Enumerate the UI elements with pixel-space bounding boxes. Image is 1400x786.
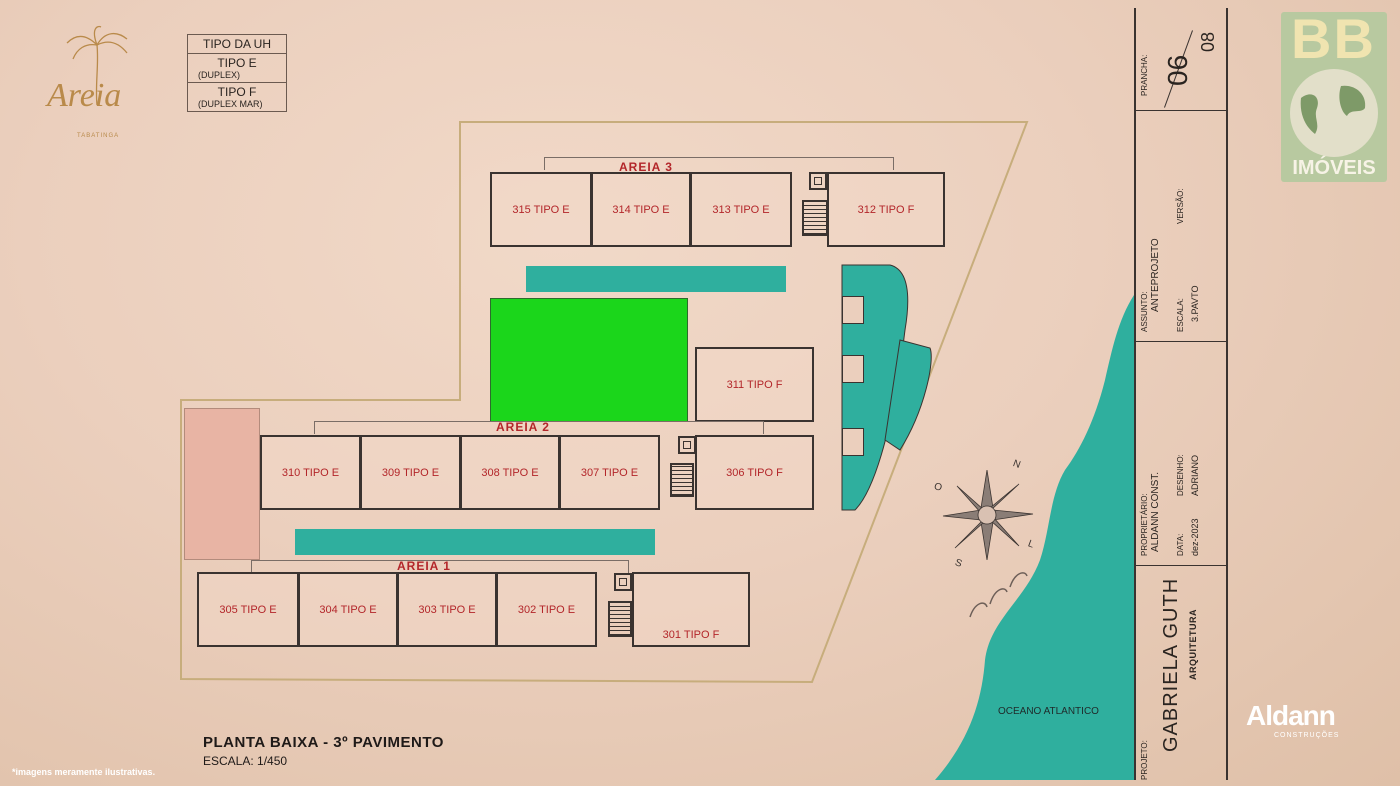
stair-3	[802, 200, 828, 236]
tb-escala: 3.PAVTO	[1190, 285, 1200, 322]
bb-imoveis-logo: BB IMÓVEIS	[1281, 7, 1387, 182]
unit-label: 308 TIPO E	[481, 466, 539, 479]
legend-header: TIPO DA UH	[188, 35, 286, 54]
tb-desenho-label: DESENHO:	[1176, 454, 1185, 496]
tb-escala-label: ESCALA:	[1176, 298, 1185, 332]
unit-302[interactable]: 302 TIPO E	[496, 572, 597, 647]
elevator-2	[678, 436, 696, 454]
tb-sheet-number: 06	[1162, 54, 1193, 86]
plan-title: PLANTA BAIXA - 3º PAVIMENTO	[203, 734, 444, 751]
logo-text: Areia	[47, 77, 122, 114]
pool-top	[526, 266, 786, 292]
aldann-logo-text: Aldann	[1246, 700, 1336, 731]
tb-desenho: ADRIANO	[1190, 454, 1200, 496]
tb-assunto: ANTEPROJETO	[1150, 238, 1161, 312]
unit-308[interactable]: 308 TIPO E	[460, 435, 560, 510]
pool-deck-3	[842, 428, 864, 456]
tb-versao-label: VERSÃO:	[1176, 188, 1185, 224]
unit-label: 314 TIPO E	[612, 203, 670, 216]
unit-label: 301 TIPO F	[662, 629, 720, 641]
tb-architect: GABRIELA GUTH	[1160, 577, 1182, 752]
unit-label: 312 TIPO F	[857, 203, 915, 216]
unit-304[interactable]: 304 TIPO E	[298, 572, 398, 647]
tb-data-label: DATA:	[1176, 533, 1185, 556]
unit-301[interactable]: 301 TIPO F	[632, 572, 750, 647]
unit-313[interactable]: 313 TIPO E	[690, 172, 792, 247]
aldann-logo-subtext: CONSTRUÇÕES	[1274, 732, 1340, 739]
unit-314[interactable]: 314 TIPO E	[591, 172, 691, 247]
block-corridor-1	[251, 560, 629, 573]
bb-logo-subtext: IMÓVEIS	[1292, 157, 1376, 179]
pool-deck-2	[842, 355, 864, 383]
pool-deck-1	[842, 296, 864, 324]
block-title-areia2: AREIA 2	[496, 420, 550, 434]
disclaimer: *imagens meramente ilustrativas.	[12, 767, 156, 777]
unit-label: 302 TIPO E	[517, 603, 576, 616]
tb-assunto-label: ASSUNTO:	[1140, 291, 1149, 332]
stair-2	[670, 463, 694, 497]
stair-1	[608, 601, 632, 637]
bb-logo-text: BB	[1291, 7, 1376, 70]
logo-subtext: TABATINGA	[77, 133, 120, 139]
globe-icon	[1290, 69, 1378, 157]
block-corridor-3	[544, 157, 894, 170]
green-area	[490, 298, 688, 422]
unit-label: 315 TIPO E	[512, 203, 570, 216]
unit-label: 303 TIPO E	[418, 603, 476, 616]
legend-type-e-label: TIPO E	[217, 56, 257, 70]
legend-type-e-sub: (DUPLEX)	[198, 70, 241, 80]
unit-305[interactable]: 305 TIPO E	[197, 572, 299, 647]
unit-label: 307 TIPO E	[580, 466, 639, 479]
unit-315[interactable]: 315 TIPO E	[490, 172, 592, 247]
tb-prancha-label: PRANCHA:	[1140, 54, 1149, 96]
elevator-1	[614, 573, 632, 591]
unit-309[interactable]: 309 TIPO E	[360, 435, 461, 510]
tb-architect-sub: ARQUITETURA	[1188, 609, 1198, 680]
aldann-logo: Aldann CONSTRUÇÕES	[1246, 700, 1366, 739]
pool-middle	[295, 529, 655, 555]
compass-rose-icon	[942, 469, 1034, 561]
unit-label: 306 TIPO F	[726, 466, 783, 479]
tb-projeto-label: PROJETO:	[1140, 740, 1149, 780]
block-title-areia3: AREIA 3	[619, 160, 673, 174]
unit-label: 313 TIPO E	[712, 203, 770, 216]
tb-sheet-total: 08	[1198, 31, 1218, 52]
tb-proprietario: ALDANN CONST.	[1150, 471, 1161, 552]
tb-data: dez-2023	[1190, 518, 1200, 556]
tb-line-2	[1136, 341, 1226, 342]
unit-307[interactable]: 307 TIPO E	[559, 435, 660, 510]
pink-area	[184, 408, 260, 560]
unit-label: 311 TIPO F	[726, 378, 783, 391]
unit-306[interactable]: 306 TIPO F	[695, 435, 814, 510]
palm-tree-icon	[66, 25, 128, 105]
unit-type-legend: TIPO DA UH TIPO E (DUPLEX) TIPO F (DUPLE…	[187, 34, 287, 112]
tb-line-3	[1136, 565, 1226, 566]
title-block	[1134, 8, 1228, 780]
unit-303[interactable]: 303 TIPO E	[397, 572, 497, 647]
unit-311[interactable]: 311 TIPO F	[695, 347, 814, 422]
ocean-label: OCEANO ATLANTICO	[998, 706, 1099, 717]
plan-scale: ESCALA: 1/450	[203, 754, 288, 768]
block-corridor-2	[314, 421, 764, 434]
legend-type-e: TIPO E (DUPLEX)	[188, 54, 286, 83]
unit-312[interactable]: 312 TIPO F	[827, 172, 945, 247]
unit-310[interactable]: 310 TIPO E	[260, 435, 361, 510]
unit-label: 305 TIPO E	[219, 603, 277, 616]
unit-label: 310 TIPO E	[281, 466, 340, 479]
unit-label: 309 TIPO E	[381, 466, 440, 479]
tb-proprietario-label: PROPRIETÁRIO:	[1140, 493, 1149, 556]
areia-logo: Areia TABATINGA	[35, 25, 155, 145]
dolphins-icon	[969, 572, 1028, 618]
legend-type-f-label: TIPO F	[217, 85, 257, 99]
legend-type-f-sub: (DUPLEX MAR)	[198, 99, 263, 109]
elevator-3	[809, 172, 827, 190]
unit-label: 304 TIPO E	[319, 603, 377, 616]
tb-line-1	[1136, 110, 1226, 111]
legend-type-f: TIPO F (DUPLEX MAR)	[188, 83, 286, 111]
block-title-areia1: AREIA 1	[397, 559, 451, 573]
